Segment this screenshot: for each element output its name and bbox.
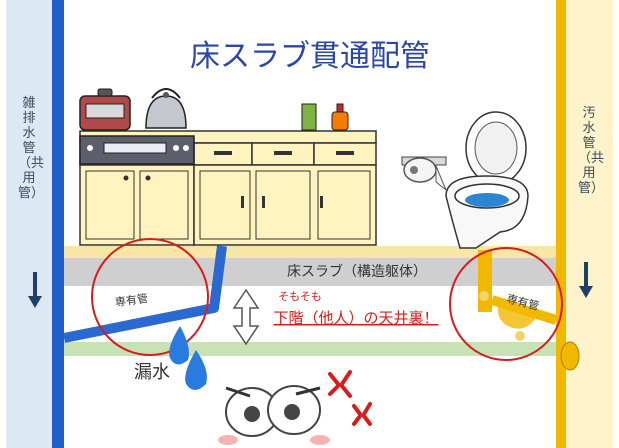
left-shaft <box>6 0 64 448</box>
blue-private-pipe <box>63 245 227 343</box>
right-pipe-label: 汚水管（共用管） <box>578 106 605 196</box>
private-pipe-label-left: 専有管 <box>114 291 149 309</box>
red-circle-right <box>449 247 563 361</box>
anger-mark-icon <box>328 370 372 426</box>
double-arrow-icon <box>232 288 260 346</box>
toilet-icon <box>445 111 529 249</box>
worried-face-icon <box>218 385 330 445</box>
note-small: そもそも <box>278 290 322 303</box>
red-circle-left <box>91 238 209 356</box>
toilet-paper-icon <box>401 156 447 191</box>
right-down-arrow <box>579 262 593 298</box>
pot-icon <box>79 88 131 131</box>
bottle-icons <box>301 103 349 131</box>
note-main: 下階（他人）の天井裏！ <box>273 309 438 327</box>
stove-icon <box>79 135 195 165</box>
kettle-icon <box>145 88 187 129</box>
leak-label: 漏水 <box>134 362 170 383</box>
diagram-title: 床スラブ貫通配管 <box>190 39 430 74</box>
slab-label: 床スラブ（構造躯体） <box>287 263 427 280</box>
right-shaft <box>556 0 613 448</box>
leak-debris-icon <box>479 291 580 371</box>
left-pipe-label: 雑排水管（共用管） <box>18 96 45 201</box>
water-drop-icon <box>169 326 207 390</box>
left-down-arrow <box>28 272 42 308</box>
